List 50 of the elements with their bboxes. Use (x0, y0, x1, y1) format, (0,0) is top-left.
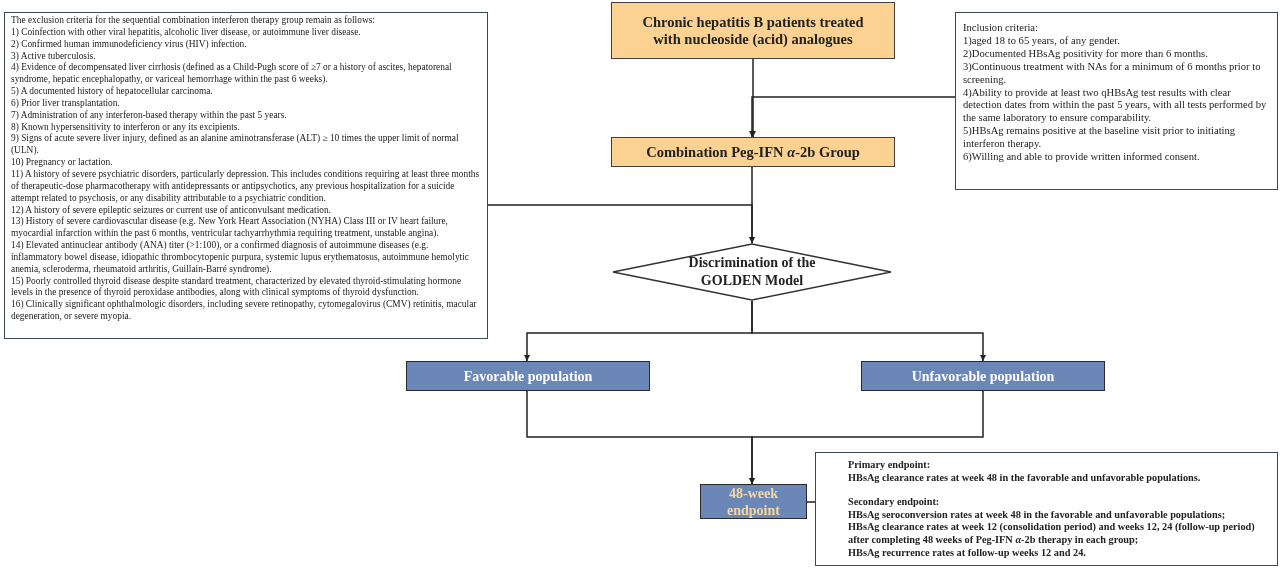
endpoint-item: HBsAg clearance rates at week 12 (consolidation period) and weeks 12, 24 (follow-up period) after completing 48 weeks of Peg-IFN α-2b therapy in each group; (848, 521, 1256, 547)
criteria-item: 4)Ability to provide at least two qHBsAg test results with clear detection dates from within the past 5 years, with all tests performed by the same laboratory to ensure comparability. (963, 86, 1268, 126)
box-label: Chronic hepatitis B patients treated with nucleoside (acid) analogues (641, 13, 865, 48)
criteria-item: 2)Documented HBsAg positivity for more than 6 months. (963, 47, 1209, 61)
criteria-item: 6) Prior liver transplantation. (11, 97, 121, 110)
box-label: 48-week endpoint (726, 484, 781, 519)
arrow (751, 300, 986, 362)
process-box (611, 2, 895, 59)
box-label: Combination Peg-IFN α-2b Group (646, 143, 860, 161)
criteria-item: 8) Known hypersensitivity to interferon or any its excipients. (11, 121, 241, 133)
endpoint-note-box (815, 452, 1278, 566)
criteria-item: 14) Elevated antinuclear antibody (ANA) titer (>1:100), or a confirmed diagnosis of autoimmune diseases (e.g. inflammatory bowel disease, idiopathic thrombocytopenic purpura, systemic lupus erythematosus, autoimmune hemolytic anemia, scleroderma, rheumatoid arthritis, Guillain-Barré syndrome). (11, 240, 470, 276)
criteria-heading: The exclusion criteria for the sequential combination interferon therapy group remain as follows: (11, 15, 376, 27)
criteria-item: 5)HBsAg remains positive at the baseline visit prior to initiating interferon therapy. (963, 125, 1237, 152)
arrow (749, 96, 956, 138)
endpoint-item: HBsAg clearance rates at week 48 in the favorable and unfavorable populations. (848, 471, 1202, 485)
criteria-heading: Inclusion criteria: (963, 22, 1039, 35)
box-label: Discrimination of the GOLDEN Model (687, 254, 817, 290)
criteria-item: 2) Confirmed human immunodeficiency virus (HIV) infection. (11, 38, 248, 51)
arrow (750, 58, 756, 138)
endpoint-heading: Secondary endpoint: (848, 496, 941, 509)
criteria-item: 3)Continuous treatment with NAs for a minimum of 6 months prior to screening. (963, 60, 1262, 87)
criteria-box (955, 12, 1278, 190)
process-box (611, 137, 895, 167)
criteria-item: 16) Clinically significant ophthalmologic disorders, including severe retinopathy, cytomegalovirus (CMV) retinitis, macular degeneration, or severe myopia. (11, 299, 478, 323)
arrow (749, 390, 984, 485)
criteria-item: 3) Active tuberculosis. (11, 50, 97, 62)
criteria-item: 10) Pregnancy or lactation. (11, 157, 114, 169)
group-box (861, 361, 1105, 391)
box-label: Favorable population (463, 367, 593, 385)
criteria-item: 1)aged 18 to 65 years, of any gender. (963, 34, 1121, 48)
endpoint-heading: Primary endpoint: (848, 459, 932, 472)
criteria-item: 7) Administration of any interferon-based therapy within the past 5 years. (11, 109, 288, 122)
criteria-item: 5) A documented history of hepatocellular carcinoma. (11, 86, 214, 98)
box-label: Unfavorable population (911, 367, 1055, 385)
criteria-item: 6)Willing and able to provide written informed consent. (963, 151, 1201, 164)
criteria-item: 13) History of severe cardiovascular disease (e.g. New York Heart Association (NYHA) Class III or IV heart failure, myocardial infarction within the past 6 months, ventricular tachyarrhythmia requiring treatment, unstable angina). (11, 216, 449, 240)
criteria-item: 4) Evidence of decompensated liver cirrhosis (defined as a Child-Pugh score of ≥7 or a history of ascites, hepatorenal syndrome, hepatic encephalopathy, or variceal hemorrhage within the past 6 weeks). (11, 62, 453, 86)
group-box (406, 361, 650, 391)
criteria-box (4, 12, 488, 339)
endpoint-box (700, 484, 807, 519)
criteria-item: 1) Coinfection with other viral hepatitis, alcoholic liver disease, or autoimmune liver disease. (11, 26, 362, 39)
criteria-item: 12) A history of severe epileptic seizures or current use of anticonvulsant medication. (11, 204, 332, 216)
criteria-item: 15) Poorly controlled thyroid disease despite standard treatment, characterized by elevated thyroid-stimulating hormone levels in the presence of thyroid peroxidase antibodies, along with clinical symptoms of thyroid dysfunction. (11, 275, 463, 299)
criteria-item: 9) Signs of acute severe liver injury, defined as an alanine aminotransferase (ALT) ≥ 10 times the upper limit of normal (ULN). (11, 133, 460, 158)
endpoint-item: HBsAg seroconversion rates at week 48 in the favorable and unfavorable populations; (848, 508, 1227, 522)
arrow (487, 204, 755, 244)
endpoint-item: HBsAg recurrence rates at follow-up weeks 12 and 24. (848, 546, 1087, 560)
connector-line (806, 501, 816, 503)
criteria-item: 11) A history of severe psychiatric disorders, particularly depression. This includes conditions requiring at least three months of therapeutic-dose pharmacotherapy with antidepressants or antipsychotics, any previous hospitalization for a suicide attempt related to psychosis, or any disability attributable to a psychiatric condition. (11, 168, 481, 205)
